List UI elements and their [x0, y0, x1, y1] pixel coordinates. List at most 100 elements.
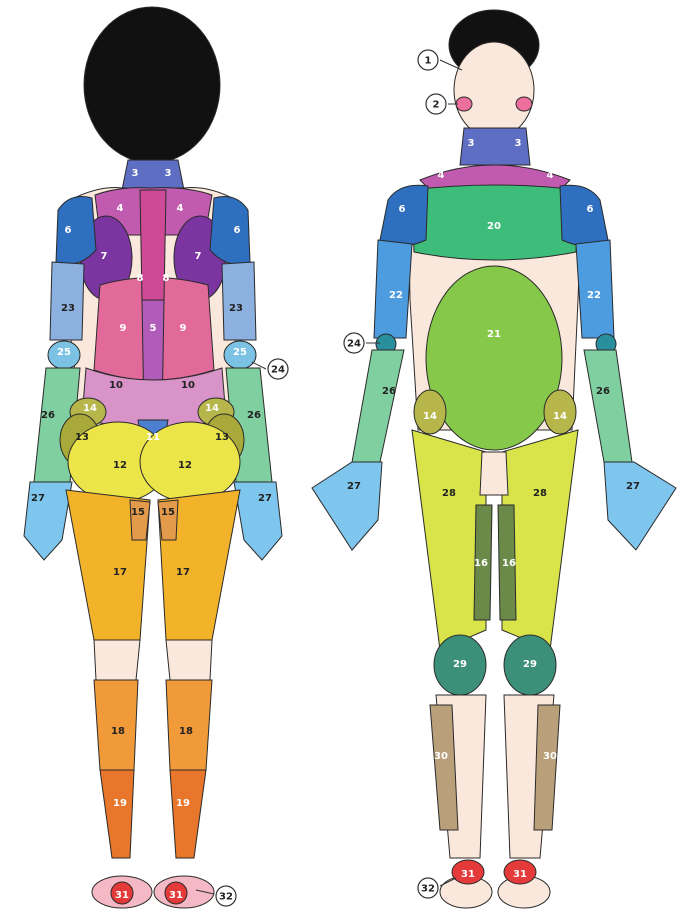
zone-label-back-17-left: 17: [113, 567, 127, 578]
zone-label-back-12-right: 12: [178, 460, 192, 471]
front-zone-22-left: [374, 240, 412, 338]
back-zone-15-left: [130, 500, 150, 540]
zone-label-back-27-left: 27: [31, 493, 45, 504]
zone-label-back-4-left: 4: [117, 203, 124, 214]
zone-label-front-29-left: 29: [453, 659, 467, 670]
zone-label-front-31-left: 31: [461, 869, 475, 880]
back-zone-18-right: [166, 680, 212, 770]
zone-label-front-30-right: 30: [543, 751, 557, 762]
zone-label-front-3-right: 3: [515, 138, 522, 149]
zone-label-front-20: 20: [487, 221, 501, 232]
zone-label-front-22-left: 22: [389, 290, 403, 301]
back-hair: [84, 7, 220, 163]
zone-label-back-9-left: 9: [120, 323, 127, 334]
zone-label-back-18-right: 18: [179, 726, 193, 737]
zone-label-back-10-right: 10: [181, 380, 195, 391]
zone-label-back-25-right: 25: [233, 347, 247, 358]
zone-label-front-26-left: 26: [382, 386, 396, 397]
front-figure: [312, 10, 676, 908]
front-zone-26-right: [584, 350, 632, 462]
zone-label-front-4-left: 4: [438, 170, 445, 181]
zone-label-back-8-left: 8: [137, 273, 144, 284]
zone-label-front-16-right: 16: [502, 558, 516, 569]
front-callout-1-number: 1: [425, 56, 432, 67]
zone-label-front-31-right: 31: [513, 869, 527, 880]
back-zone-19-right: [170, 770, 206, 858]
back-callout-24-number: 24: [271, 365, 285, 376]
zone-label-back-10-left: 10: [109, 380, 123, 391]
zone-label-front-22-right: 22: [587, 290, 601, 301]
zone-label-back-5: 5: [150, 323, 157, 334]
zone-label-front-30-left: 30: [434, 751, 448, 762]
back-zone-23-left: [50, 262, 84, 340]
front-zone-6-left: [380, 185, 428, 246]
zone-label-back-13-left: 13: [75, 432, 89, 443]
zone-label-back-26-right: 26: [247, 410, 261, 421]
zone-label-back-23-left: 23: [61, 303, 75, 314]
zone-label-back-11: 11: [146, 432, 160, 443]
front-face: [454, 42, 534, 138]
zone-label-back-14-left: 14: [83, 403, 97, 414]
zone-label-back-12-left: 12: [113, 460, 127, 471]
zone-label-front-27-right: 27: [626, 481, 640, 492]
front-zone-27-right: [604, 462, 676, 550]
zone-label-back-25-left: 25: [57, 347, 71, 358]
zone-label-back-19-right: 19: [176, 798, 190, 809]
front-callout-2-number: 2: [433, 100, 440, 111]
zone-label-back-17-right: 17: [176, 567, 190, 578]
front-zone-6-right: [560, 185, 608, 246]
zone-label-front-3-left: 3: [468, 138, 475, 149]
zone-label-front-27-left: 27: [347, 481, 361, 492]
zone-label-front-28-right: 28: [533, 488, 547, 499]
zone-label-back-18-left: 18: [111, 726, 125, 737]
zone-label-back-27-right: 27: [258, 493, 272, 504]
zone-label-front-16-left: 16: [474, 558, 488, 569]
back-knee-left: [94, 640, 140, 680]
zone-label-back-23-right: 23: [229, 303, 243, 314]
front-zone-22-right: [576, 240, 614, 338]
zone-label-front-28-left: 28: [442, 488, 456, 499]
zone-label-front-26-right: 26: [596, 386, 610, 397]
front-zone-26-left: [352, 350, 404, 462]
back-knee-right: [166, 640, 212, 680]
zone-label-back-6-right: 6: [234, 225, 241, 236]
zone-label-back-4-right: 4: [177, 203, 184, 214]
back-figure: [24, 7, 282, 908]
zone-label-front-6-right: 6: [587, 204, 594, 215]
zone-label-back-6-left: 6: [65, 225, 72, 236]
front-zone-2-cheek-left: [456, 97, 472, 111]
front-groin: [480, 452, 508, 495]
zone-label-front-4-right: 4: [547, 170, 554, 181]
zone-label-back-31-right: 31: [169, 890, 183, 901]
front-callout-32-number: 32: [421, 884, 435, 895]
zone-label-back-31-left: 31: [115, 890, 129, 901]
zone-label-back-15-left: 15: [131, 507, 145, 518]
zone-label-back-26-left: 26: [41, 410, 55, 421]
back-zone-6-left: [56, 197, 96, 265]
zone-label-back-9-right: 9: [180, 323, 187, 334]
zone-label-back-15-right: 15: [161, 507, 175, 518]
zone-label-back-7-left: 7: [101, 251, 108, 262]
front-zone-21: [426, 266, 562, 450]
zone-label-back-7-right: 7: [195, 251, 202, 262]
zone-label-back-19-left: 19: [113, 798, 127, 809]
zone-label-back-14-right: 14: [205, 403, 219, 414]
zone-label-front-6-left: 6: [399, 204, 406, 215]
back-zone-23-right: [222, 262, 256, 340]
back-zone-6-right: [210, 197, 250, 265]
front-callout-2: 2: [426, 94, 458, 114]
zone-label-back-3-left: 3: [132, 168, 139, 179]
back-zone-19-left: [100, 770, 134, 858]
front-zone-2-cheek-right: [516, 97, 532, 111]
front-zone-27-left: [312, 462, 382, 550]
zone-label-front-29-right: 29: [523, 659, 537, 670]
back-zone-15-right: [158, 500, 178, 540]
zone-label-back-13-right: 13: [215, 432, 229, 443]
front-callout-24-number: 24: [347, 339, 361, 350]
zone-label-front-21: 21: [487, 329, 501, 340]
back-callout-32-number: 32: [219, 892, 233, 903]
front-zone-30-right: [534, 705, 560, 830]
back-zone-18-left: [94, 680, 138, 770]
